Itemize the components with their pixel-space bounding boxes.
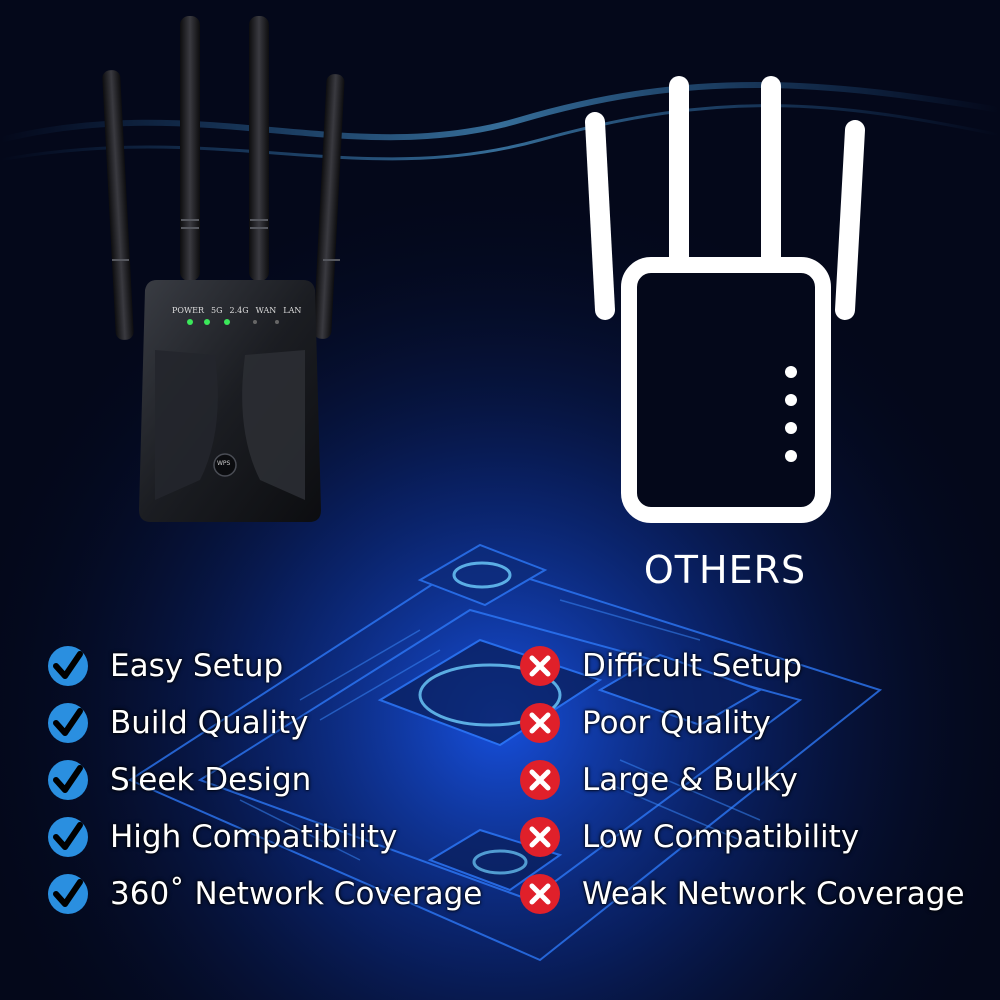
check-icon — [48, 702, 88, 743]
led-label-24g: 2.4G — [229, 306, 249, 315]
our-feature-item: Build Quality — [46, 694, 482, 751]
check-icon — [48, 873, 88, 914]
others-label: OTHERS — [643, 548, 807, 592]
led-label-power: POWER — [172, 306, 205, 315]
others-feature-item: Low Compatibility — [518, 808, 965, 865]
led-label-row: POWER 5G 2.4G WAN LAN — [172, 306, 301, 315]
others-feature-item: Poor Quality — [518, 694, 965, 751]
our-feature-label: Build Quality — [110, 704, 309, 741]
generic-extender-icon — [585, 76, 865, 523]
wps-label: WPS — [217, 460, 231, 467]
others-feature-label: Low Compatibility — [582, 818, 860, 855]
others-feature-item: Difficult Setup — [518, 637, 965, 694]
our-feature-label: High Compatibility — [110, 818, 398, 855]
our-feature-item: High Compatibility — [46, 808, 482, 865]
others-feature-label: Large & Bulky — [582, 761, 798, 798]
our-feature-label: Easy Setup — [110, 647, 284, 684]
cross-icon — [520, 702, 560, 743]
others-feature-label: Difficult Setup — [582, 647, 802, 684]
cross-icon — [520, 816, 560, 857]
check-icon — [48, 816, 88, 857]
led-label-5g: 5G — [211, 306, 223, 315]
range-extender-image — [102, 16, 345, 522]
our-feature-item: 360˚ Network Coverage — [46, 865, 482, 922]
our-feature-label: 360˚ Network Coverage — [110, 875, 483, 912]
others-feature-item: Weak Network Coverage — [518, 865, 965, 922]
others-feature-item: Large & Bulky — [518, 751, 965, 808]
our-feature-item: Sleek Design — [46, 751, 482, 808]
led-label-wan: WAN — [255, 306, 277, 315]
check-icon — [48, 645, 88, 686]
led-label-lan: LAN — [283, 306, 302, 315]
check-icon — [48, 759, 88, 800]
cross-icon — [520, 645, 560, 686]
our-feature-label: Sleek Design — [110, 761, 312, 798]
cross-icon — [520, 873, 560, 914]
our-feature-item: Easy Setup — [46, 637, 482, 694]
others-feature-label: Weak Network Coverage — [582, 875, 965, 912]
others-feature-label: Poor Quality — [582, 704, 771, 741]
cross-icon — [520, 759, 560, 800]
